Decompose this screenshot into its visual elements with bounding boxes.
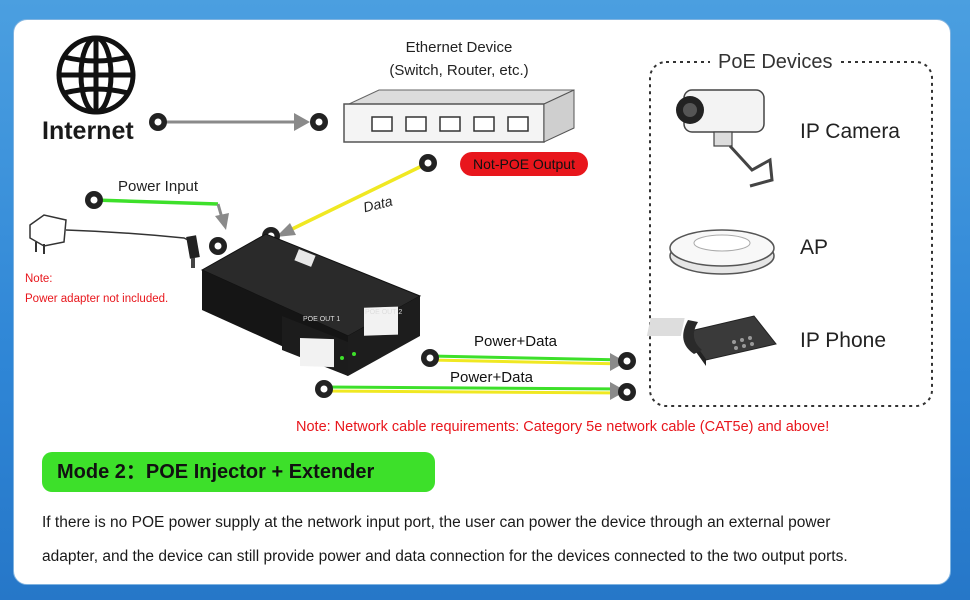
- description-line2: adapter, and the device can still provid…: [42, 548, 848, 565]
- power-adapter-icon: [29, 214, 200, 268]
- poe-splitter-device-icon: [200, 233, 422, 376]
- ethernet-device-title: Ethernet Device (Switch, Router, etc.): [314, 36, 604, 82]
- power-data-link-2: [315, 380, 636, 401]
- power-input-link: [85, 191, 229, 255]
- connection-diagram: [29, 35, 933, 407]
- diagram-card: Internet Ethernet Device (Switch, Router…: [13, 19, 951, 585]
- poe-devices-frame: [649, 61, 933, 407]
- device-label-ap: AP: [800, 236, 829, 259]
- data-link-arrow: [262, 154, 437, 245]
- poe-devices-title: PoE Devices: [710, 51, 841, 74]
- adapter-note-line1: Note:: [25, 273, 53, 285]
- description-line1: If there is no POE power supply at the n…: [42, 514, 831, 531]
- ip-phone-icon: [646, 315, 777, 366]
- device-label-ip-phone: IP Phone: [800, 329, 887, 352]
- access-point-icon: [669, 229, 775, 275]
- internet-link-arrow: [149, 113, 328, 131]
- device-label-ip-camera: IP Camera: [800, 120, 900, 143]
- power-data-label-1: Power+Data: [474, 333, 557, 350]
- port1-label: POE OUT 1: [303, 316, 341, 323]
- network-cable-note: Note: Network cable requirements: Catego…: [296, 419, 830, 435]
- power-data-label-2: Power+Data: [450, 369, 533, 386]
- power-data-link-1: [421, 349, 636, 371]
- not-poe-output-badge: Not-POE Output: [460, 152, 588, 176]
- internet-label: Internet: [42, 117, 134, 145]
- ethernet-device-title-line1: Ethernet Device: [405, 39, 513, 56]
- adapter-note: Note: Power adapter not included.: [25, 269, 168, 309]
- port2-label: POE OUT 2: [365, 309, 403, 316]
- switch-icon: [343, 89, 575, 143]
- globe-icon: [56, 35, 136, 115]
- power-input-label: Power Input: [118, 178, 199, 195]
- ethernet-device-title-line2: (Switch, Router, etc.): [389, 62, 529, 79]
- adapter-note-line2: Power adapter not included.: [25, 293, 169, 305]
- description: If there is no POE power supply at the n…: [42, 506, 942, 574]
- ip-camera-icon: [676, 89, 774, 188]
- mode-badge: Mode 2：POE Injector + Extender: [42, 452, 435, 492]
